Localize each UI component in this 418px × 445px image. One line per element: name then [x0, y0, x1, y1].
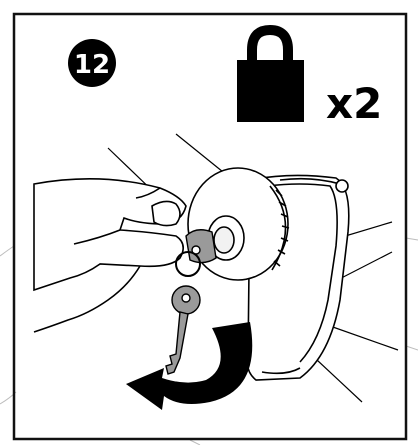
padlock-icon [237, 30, 304, 122]
quantity-label: x2 [326, 79, 382, 128]
hand [34, 179, 186, 332]
step-number: 12 [74, 50, 110, 80]
spare-key [166, 286, 200, 374]
rotate-arrow-icon [126, 322, 252, 410]
step-number-badge: 12 [68, 39, 116, 87]
